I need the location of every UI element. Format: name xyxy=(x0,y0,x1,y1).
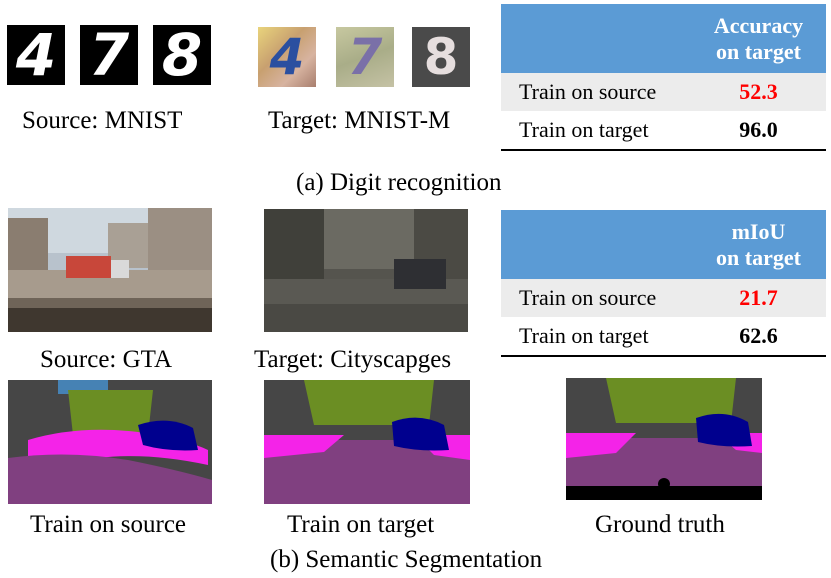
row-label: Train on target xyxy=(501,111,691,151)
seg-caption-train-on-source: Train on source xyxy=(30,511,187,538)
cityscapes-street-image xyxy=(264,209,468,332)
seg-caption-train-on-target: Train on target xyxy=(287,511,435,538)
row-value: 21.7 xyxy=(691,279,826,317)
target-mnistm-caption: Target: MNIST-M xyxy=(268,107,451,134)
row-label: Train on target xyxy=(501,317,691,357)
row-value: 62.6 xyxy=(691,317,826,357)
mnistm-digit-8: 8 xyxy=(412,27,470,87)
row-label: Train on source xyxy=(501,279,691,317)
accuracy-header: Accuracy on target xyxy=(691,4,826,73)
miou-table: mIoU on target Train on source 21.7 Trai… xyxy=(501,210,826,357)
row-value: 96.0 xyxy=(691,111,826,151)
table-row: Train on source 21.7 xyxy=(501,279,826,317)
segmentation-train-on-source xyxy=(8,380,212,504)
target-cityscapes-caption: Target: Cityscapges xyxy=(254,346,452,373)
miou-header: mIoU on target xyxy=(691,210,826,279)
seg-caption-ground-truth: Ground truth xyxy=(595,511,725,538)
source-mnist-caption: Source: MNIST xyxy=(22,107,183,134)
table-row: Train on target 62.6 xyxy=(501,317,826,357)
mnist-digit-4: 4 xyxy=(7,25,65,85)
source-gta-caption: Source: GTA xyxy=(40,346,172,373)
mnistm-digit-4: 4 xyxy=(258,27,316,87)
segmentation-train-on-target xyxy=(264,380,470,504)
segmentation-ground-truth xyxy=(566,378,762,500)
table-row: Train on source 52.3 xyxy=(501,73,826,111)
gta-street-image xyxy=(8,208,212,332)
panel-a-caption: (a) Digit recognition xyxy=(296,169,502,196)
table-row: Train on target 96.0 xyxy=(501,111,826,151)
mnist-digit-7: 7 xyxy=(80,25,138,85)
row-value: 52.3 xyxy=(691,73,826,111)
panel-b-caption: (b) Semantic Segmentation xyxy=(270,546,543,573)
mnistm-digit-7: 7 xyxy=(336,27,394,87)
row-label: Train on source xyxy=(501,73,691,111)
accuracy-table: Accuracy on target Train on source 52.3 … xyxy=(501,4,826,151)
mnist-digit-8: 8 xyxy=(153,25,211,85)
